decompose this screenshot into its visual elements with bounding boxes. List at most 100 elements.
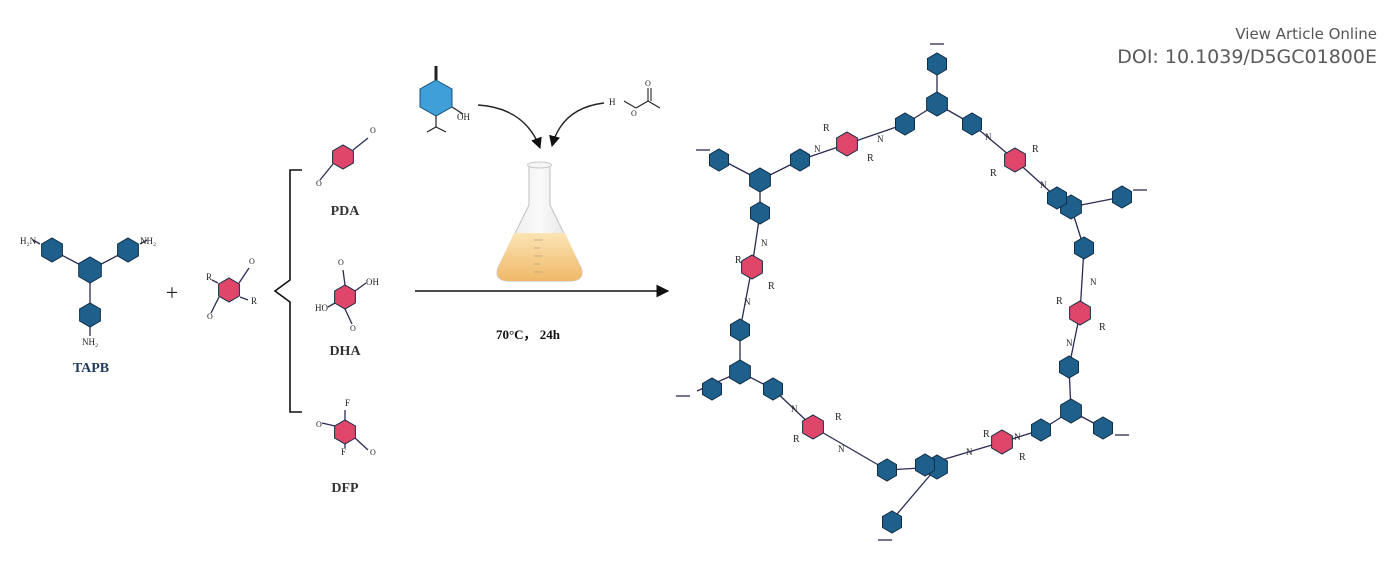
- cof-arm-ring: [915, 453, 935, 477]
- curved-arrow-right: [549, 102, 605, 148]
- cof-n-label: N: [1040, 180, 1047, 190]
- cof-n-label: N: [1014, 432, 1021, 442]
- generic-o-top: O: [249, 257, 255, 266]
- cof-n-label: N: [877, 134, 884, 144]
- generic-bond: [238, 267, 250, 284]
- generic-bond: [210, 296, 220, 314]
- ring-layer: [41, 52, 1132, 534]
- tapb-arm-ring: [117, 237, 139, 263]
- dha-oh: OH: [366, 277, 379, 287]
- cof-arm-ring: [962, 112, 982, 136]
- cof-r-label: R: [823, 123, 830, 134]
- cof-arm-ring: [1093, 416, 1113, 440]
- cof-r-label: R: [768, 281, 775, 292]
- cof-r-label: R: [1056, 296, 1063, 307]
- cof-arm-ring: [877, 458, 897, 482]
- tapb-bond: [32, 239, 41, 245]
- cof-n-label: N: [814, 144, 821, 154]
- generic-r-bottom: R: [251, 296, 257, 306]
- dha-o-top: O: [338, 258, 344, 267]
- aldehyde-bracket: [273, 169, 302, 413]
- cof-n-label: N: [1090, 277, 1097, 287]
- cof-r-label: R: [1032, 144, 1039, 155]
- cof-r-label: R: [835, 412, 842, 423]
- dha-ring: [334, 284, 356, 310]
- cof-linker-ring: [741, 254, 763, 280]
- cof-arm-ring: [1047, 186, 1067, 210]
- cof-node-ring: [749, 167, 771, 193]
- dfp-f-bottom: F: [341, 447, 346, 457]
- generic-aldehyde-ring: [218, 277, 240, 303]
- cof-node-ring: [1060, 398, 1082, 424]
- dfp-o-right: O: [370, 448, 376, 457]
- dfp-bond: [321, 422, 336, 427]
- dha-o-bottom: O: [350, 324, 356, 333]
- plus-sign: +: [166, 280, 178, 305]
- dha-bond: [327, 302, 336, 308]
- erlenmeyer-flask: [496, 161, 583, 282]
- cof-arm-bond: [891, 466, 938, 521]
- doi-text: DOI: 10.1039/D5GC01800E: [1117, 46, 1377, 68]
- cof-arm-ring: [702, 377, 722, 401]
- dfp-label: DFP: [331, 481, 359, 496]
- cof-arm-ring: [1074, 236, 1094, 260]
- cof-r-label: R: [983, 429, 990, 440]
- conditions-label: 70°C， 24h: [496, 327, 561, 342]
- cof-arm-ring: [790, 148, 810, 172]
- cof-r-label: R: [793, 434, 800, 445]
- generic-bond: [239, 296, 249, 301]
- tapb-arm-ring: [79, 302, 101, 328]
- cof-arm-ring: [730, 318, 750, 342]
- dfp-o-left: O: [316, 420, 322, 429]
- tapb-nh2-left: H₂N: [20, 236, 37, 246]
- cof-linker-bond: [812, 426, 888, 471]
- cof-linker-ring: [836, 131, 858, 157]
- pda-label: PDA: [331, 204, 361, 219]
- pda-bond: [352, 137, 369, 151]
- cof-arm-ring: [709, 148, 729, 172]
- dha-ho: HO: [315, 303, 328, 313]
- cof-node-ring: [926, 91, 948, 117]
- cof-n-label: N: [985, 132, 992, 142]
- generic-r-top: R: [206, 272, 212, 282]
- cof-arm-ring: [927, 52, 947, 76]
- acetic-h-label: H: [609, 97, 616, 107]
- cof-n-label: N: [1066, 338, 1073, 348]
- cof-linker-ring: [802, 414, 824, 440]
- cof-arm-ring: [750, 201, 770, 225]
- generic-o-bottom: O: [207, 312, 213, 321]
- cof-n-label: N: [761, 238, 768, 248]
- dha-bond: [342, 269, 346, 286]
- cof-r-label: R: [990, 168, 997, 179]
- cof-r-label: R: [1019, 452, 1026, 463]
- cof-linker-ring: [991, 429, 1013, 455]
- curved-arrow-left: [477, 104, 542, 150]
- menthol-molecule: OH: [419, 66, 470, 133]
- cof-n-label: N: [966, 447, 973, 457]
- acetic-o2-label: O: [645, 79, 651, 88]
- pda-ring: [332, 144, 354, 170]
- dha-bond: [354, 282, 367, 292]
- dfp-ring: [334, 419, 356, 445]
- acetic-o-label: O: [631, 109, 637, 118]
- cof-n-label: N: [838, 444, 845, 454]
- generic-bond: [211, 279, 219, 284]
- tapb-core-ring: [78, 256, 102, 284]
- cof-n-label: N: [744, 297, 751, 307]
- pda-o-top: O: [370, 126, 376, 135]
- cof-arm-ring: [1112, 185, 1132, 209]
- pda-bond: [319, 163, 334, 181]
- cof-linker-ring: [1004, 147, 1026, 173]
- cof-r-label: R: [1099, 322, 1106, 333]
- tapb-label: TAPB: [73, 361, 109, 376]
- view-article-online-link[interactable]: View Article Online: [1235, 25, 1377, 43]
- cof-r-label: R: [735, 255, 742, 266]
- tapb-arm-ring: [41, 237, 63, 263]
- acetic-acid-molecule: [623, 88, 661, 109]
- menthol-oh-label: OH: [457, 112, 470, 122]
- cof-arm-ring: [1059, 355, 1079, 379]
- cof-arm-ring: [1031, 418, 1051, 442]
